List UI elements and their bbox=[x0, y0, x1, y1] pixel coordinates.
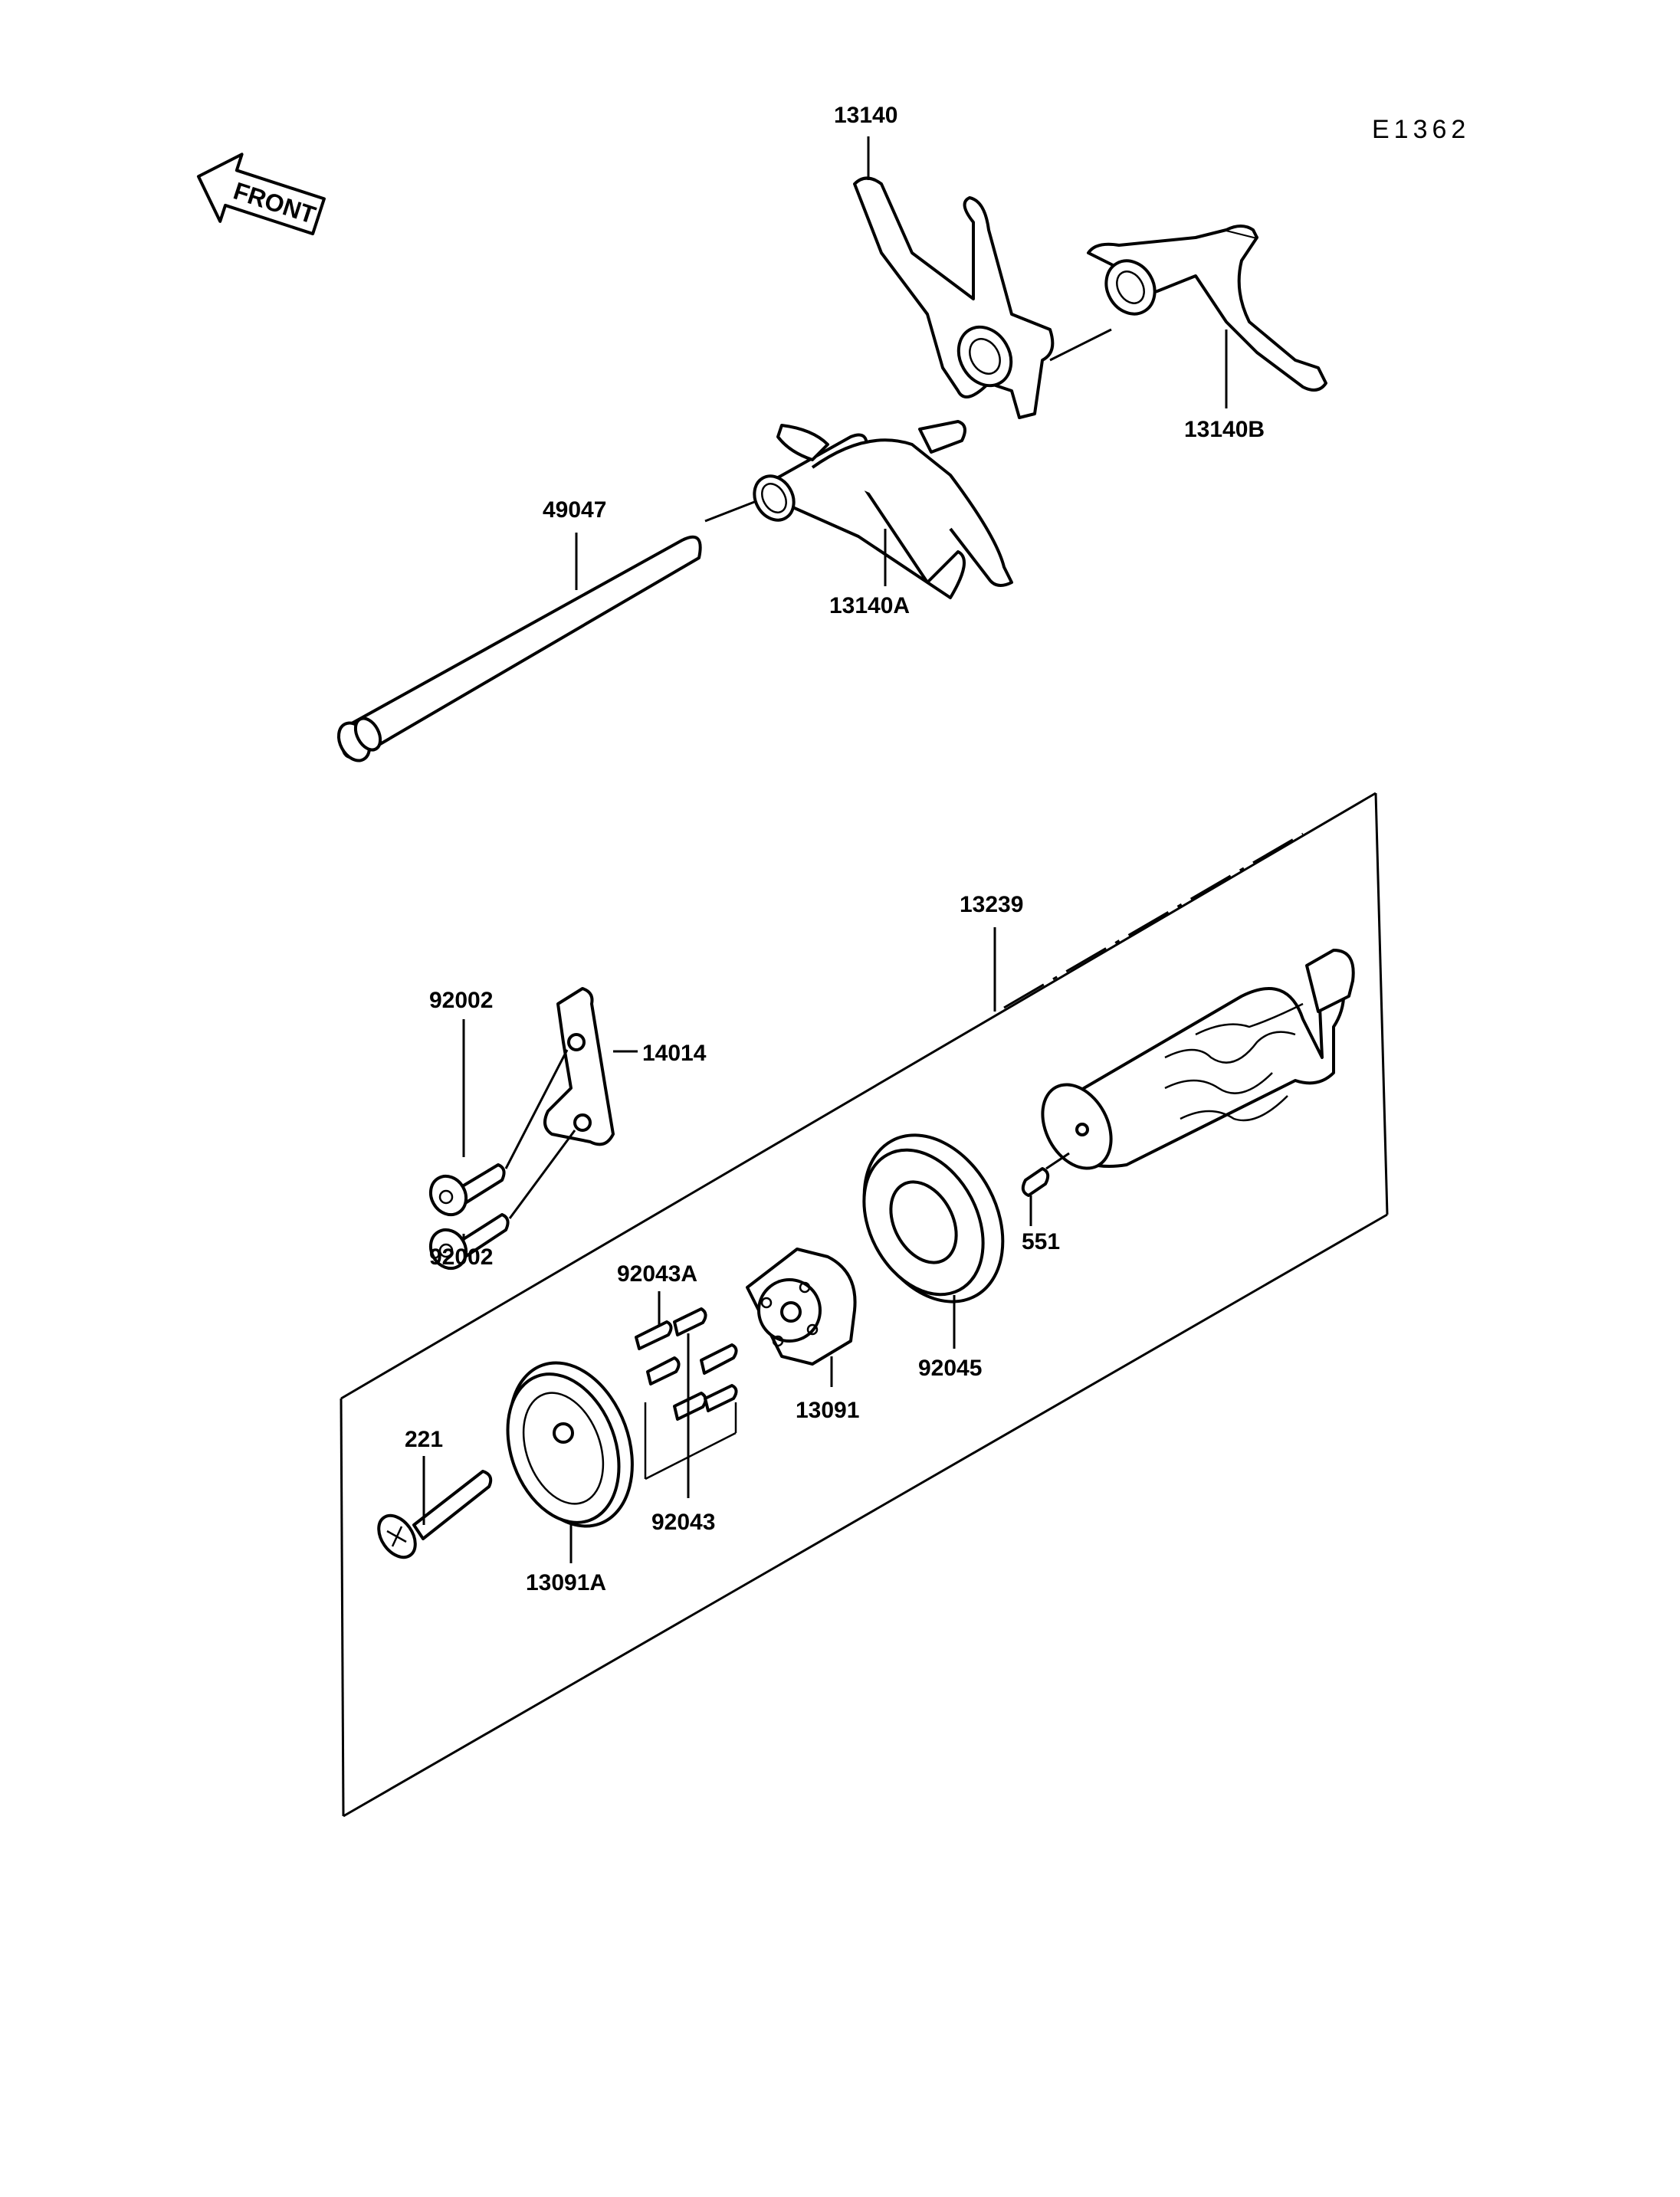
label-92002-bottom: 92002 bbox=[429, 1244, 493, 1270]
assembly-13239-boundary bbox=[340, 792, 1389, 1818]
label-92043A: 92043A bbox=[617, 1261, 697, 1287]
pins-92043 bbox=[635, 1307, 738, 1481]
shift-drum-13239 bbox=[1041, 949, 1355, 1170]
bearing-92045 bbox=[862, 1133, 1005, 1303]
shaft-axis-line-2 bbox=[1049, 328, 1112, 362]
bolt-92002-top bbox=[428, 1163, 506, 1217]
pin-551 bbox=[1021, 1167, 1050, 1197]
label-14014: 14014 bbox=[642, 1041, 707, 1066]
label-13091: 13091 bbox=[796, 1398, 859, 1423]
label-221: 221 bbox=[405, 1427, 443, 1452]
label-13140A: 13140A bbox=[829, 593, 910, 618]
label-92043: 92043 bbox=[651, 1510, 715, 1535]
label-92045: 92045 bbox=[918, 1356, 982, 1381]
label-13140: 13140 bbox=[834, 103, 897, 128]
shift-fork-13140A bbox=[753, 420, 1013, 599]
pin-holder-13091 bbox=[746, 1248, 857, 1366]
bolt-bottom-axis bbox=[508, 1130, 576, 1219]
screw-221 bbox=[377, 1470, 493, 1559]
holder-plate-14014 bbox=[543, 987, 615, 1146]
shift-fork-13140 bbox=[853, 176, 1055, 419]
pin-551-axis bbox=[1045, 1152, 1070, 1170]
shift-fork-13140B bbox=[1087, 225, 1327, 392]
front-arrow-icon: FRONT bbox=[196, 152, 326, 236]
diagram-code: E1362 bbox=[1372, 115, 1470, 144]
label-92002-top: 92002 bbox=[429, 988, 493, 1013]
cam-13091A bbox=[506, 1361, 634, 1528]
label-551: 551 bbox=[1022, 1229, 1060, 1254]
shift-rod-49047 bbox=[336, 535, 702, 762]
label-13140B: 13140B bbox=[1184, 417, 1265, 442]
label-49047: 49047 bbox=[543, 497, 606, 523]
label-13091A: 13091A bbox=[526, 1570, 606, 1595]
bolt-top-axis bbox=[504, 1049, 569, 1169]
label-13239: 13239 bbox=[960, 892, 1023, 917]
